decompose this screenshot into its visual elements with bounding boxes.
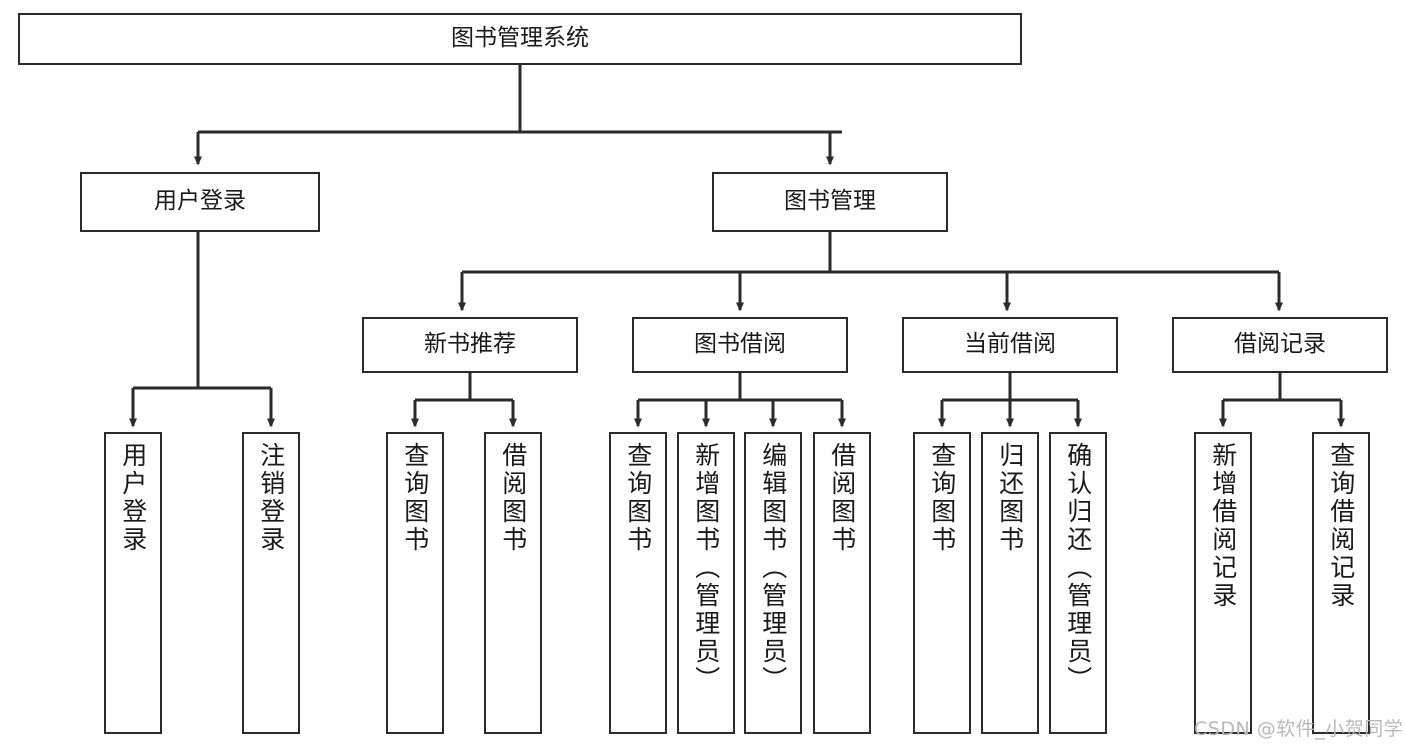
node-new-book-recommend-label: 新书推荐	[424, 331, 516, 358]
node-new-book-recommend[interactable]: 新书推荐	[362, 317, 578, 373]
node-leaf-borrow-book-2-label: 借阅图书	[827, 442, 857, 554]
node-leaf-borrow-book-2[interactable]: 借阅图书	[813, 432, 871, 734]
node-book-borrow[interactable]: 图书借阅	[632, 317, 848, 373]
node-leaf-borrow-book-1[interactable]: 借阅图书	[484, 432, 542, 734]
node-leaf-query-book-3[interactable]: 查询图书	[913, 432, 971, 734]
node-book-manage-label: 图书管理	[784, 188, 876, 215]
node-leaf-user-login[interactable]: 用户登录	[104, 432, 162, 734]
node-user-login-label: 用户登录	[154, 188, 246, 215]
node-leaf-query-record-label: 查询借阅记录	[1326, 442, 1356, 610]
node-current-borrow-label: 当前借阅	[964, 331, 1056, 358]
node-current-borrow[interactable]: 当前借阅	[902, 317, 1118, 373]
node-borrow-record-label: 借阅记录	[1234, 331, 1326, 358]
node-leaf-add-record-label: 新增借阅记录	[1208, 442, 1238, 610]
node-leaf-edit-book[interactable]: 编辑图书（管理员）	[744, 432, 802, 734]
node-leaf-add-record[interactable]: 新增借阅记录	[1194, 432, 1252, 734]
node-leaf-query-book-2-label: 查询图书	[623, 442, 653, 554]
node-leaf-confirm-return[interactable]: 确认归还（管理员）	[1049, 432, 1107, 734]
node-book-borrow-label: 图书借阅	[694, 331, 786, 358]
node-leaf-borrow-book-1-label: 借阅图书	[498, 442, 528, 554]
node-borrow-record[interactable]: 借阅记录	[1172, 317, 1388, 373]
node-leaf-return-book[interactable]: 归还图书	[981, 432, 1039, 734]
node-leaf-query-book-1-label: 查询图书	[400, 442, 430, 554]
node-leaf-return-book-label: 归还图书	[995, 442, 1025, 554]
node-leaf-query-book-3-label: 查询图书	[927, 442, 957, 554]
node-leaf-logout-label: 注销登录	[256, 442, 286, 554]
node-leaf-edit-book-label: 编辑图书（管理员）	[758, 442, 788, 694]
node-user-login[interactable]: 用户登录	[80, 172, 320, 232]
node-leaf-query-book-2[interactable]: 查询图书	[609, 432, 667, 734]
node-leaf-confirm-return-label: 确认归还（管理员）	[1063, 442, 1093, 694]
node-leaf-add-book[interactable]: 新增图书（管理员）	[677, 432, 735, 734]
watermark-text: CSDN @软件_小贺同学	[1194, 718, 1404, 740]
node-leaf-query-record[interactable]: 查询借阅记录	[1312, 432, 1370, 734]
node-root[interactable]: 图书管理系统	[18, 13, 1022, 65]
node-book-manage[interactable]: 图书管理	[712, 172, 948, 232]
node-leaf-user-login-label: 用户登录	[118, 442, 148, 554]
node-leaf-add-book-label: 新增图书（管理员）	[691, 442, 721, 694]
node-root-label: 图书管理系统	[451, 25, 589, 52]
node-leaf-query-book-1[interactable]: 查询图书	[386, 432, 444, 734]
node-leaf-logout[interactable]: 注销登录	[242, 432, 300, 734]
